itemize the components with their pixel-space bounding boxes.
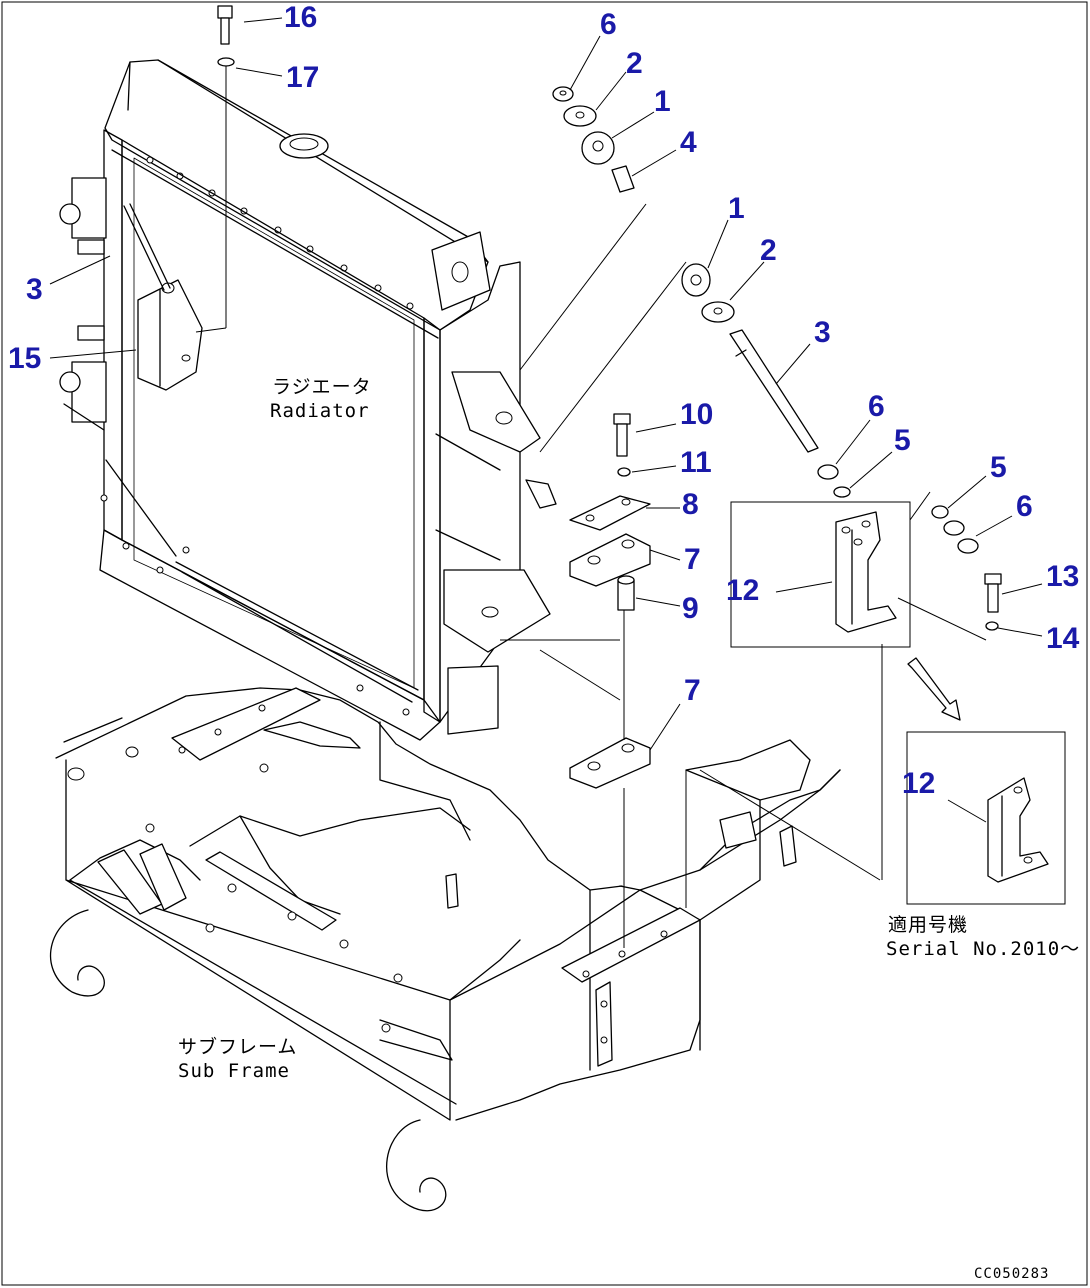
callout-4: 4 — [680, 126, 697, 159]
callout-2-top: 2 — [626, 47, 643, 80]
callout-13: 13 — [1046, 560, 1080, 593]
callout-3-left: 3 — [26, 273, 43, 306]
serial-label-en: Serial No.2010～ — [886, 938, 1081, 960]
serial-label-jp: 適用号機 — [888, 914, 969, 936]
left-fittings — [59, 177, 107, 431]
bracket-15 — [137, 279, 203, 391]
callout-3-mid: 3 — [814, 316, 831, 349]
bracket-12-box — [730, 501, 911, 648]
leader-lines — [49, 17, 1043, 948]
callout-6-top: 6 — [600, 8, 617, 41]
callout-7-upper: 7 — [684, 543, 701, 576]
callout-16: 16 — [284, 1, 318, 34]
callout-5-right: 5 — [990, 451, 1007, 484]
serial-inset — [906, 657, 1066, 905]
subframe-label-en: Sub Frame — [178, 1060, 290, 1082]
callout-1-mid: 1 — [728, 192, 745, 225]
callout-15: 15 — [8, 342, 42, 375]
block-7-lower — [569, 737, 651, 789]
radiator — [59, 59, 557, 741]
callout-8: 8 — [682, 488, 699, 521]
callout-11: 11 — [680, 446, 712, 479]
callout-14: 14 — [1046, 622, 1080, 655]
callout-5-mid: 5 — [894, 424, 911, 457]
callout-12-box: 12 — [726, 574, 760, 607]
radiator-label-jp: ラジエータ — [272, 376, 372, 398]
callout-6-mid: 6 — [868, 390, 885, 423]
callout-2-mid: 2 — [760, 234, 777, 267]
sub-frame — [49, 687, 841, 1212]
callout-6-right: 6 — [1016, 490, 1033, 523]
callout-12-inset: 12 — [902, 767, 936, 800]
hardware-parts — [217, 5, 1002, 789]
callout-1-top: 1 — [654, 85, 671, 118]
drawing-code: CC050283 — [974, 1266, 1050, 1282]
callout-10: 10 — [680, 398, 714, 431]
callout-7-lower: 7 — [684, 674, 701, 707]
subframe-label-jp: サブフレーム — [178, 1036, 298, 1058]
radiator-label-en: Radiator — [270, 400, 370, 422]
plate-8 — [569, 495, 651, 531]
block-7-upper — [569, 533, 651, 587]
callout-9: 9 — [682, 592, 699, 625]
callout-17: 17 — [286, 61, 320, 94]
